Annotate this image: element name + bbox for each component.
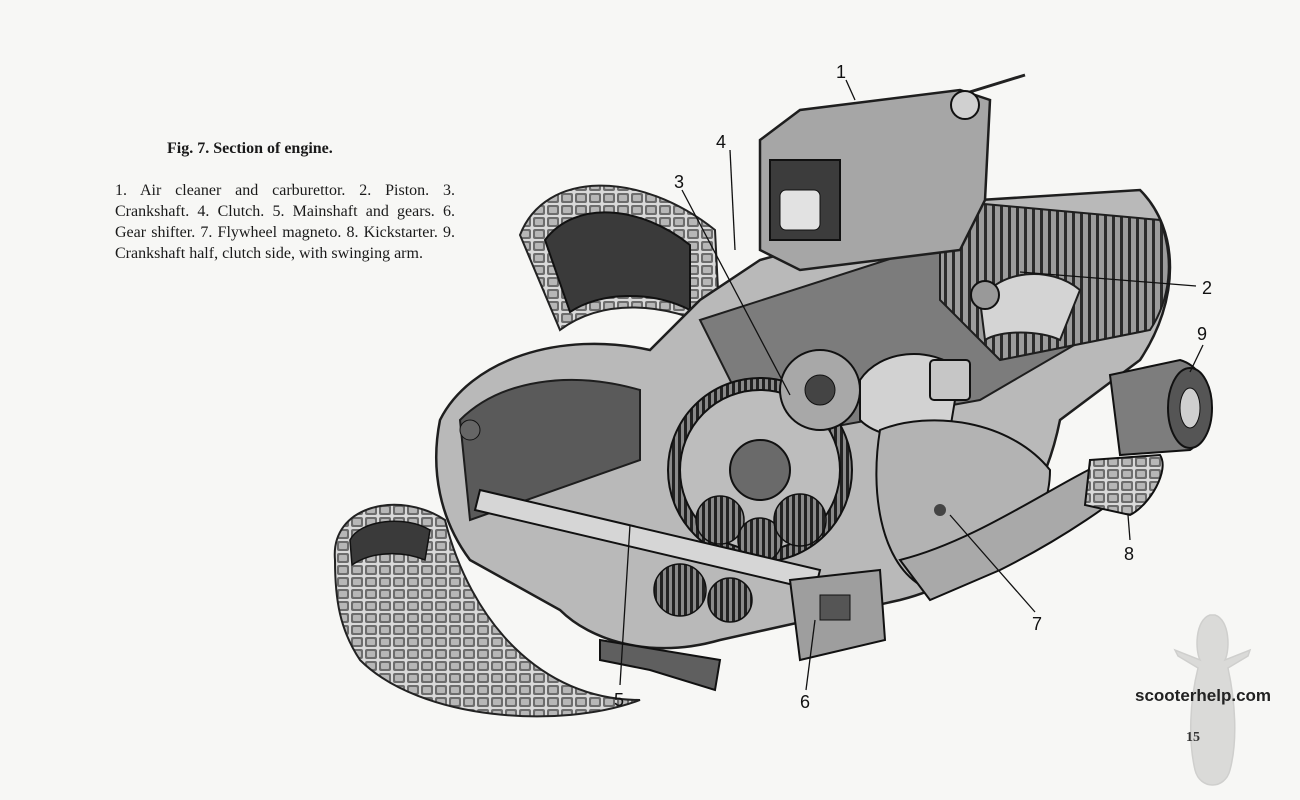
lower-tyre — [333, 503, 641, 718]
cylinder-fins — [939, 198, 1170, 362]
gear-cluster — [653, 493, 827, 623]
callout-1: 1 — [836, 62, 846, 82]
swinging-arm-hub — [1108, 358, 1213, 457]
callout-2: 2 — [1202, 278, 1212, 298]
callout-9: 9 — [1197, 324, 1207, 344]
figure-legend: 1. Air cleaner and carburettor. 2. Pisto… — [115, 182, 455, 262]
rear-tyre — [518, 184, 722, 332]
watermark: scooterhelp.com — [1135, 686, 1272, 705]
callout-7: 7 — [1032, 614, 1042, 634]
callout-4: 4 — [716, 132, 726, 152]
leader-lines — [619, 79, 1204, 691]
page-number: 15 — [1186, 730, 1200, 745]
lower-housing — [599, 638, 722, 692]
piston-assembly — [859, 280, 1000, 438]
gear-shifter — [788, 568, 887, 662]
callout-3: 3 — [674, 172, 684, 192]
figure-title: Fig. 7. Section of engine. — [167, 140, 333, 157]
kickstarter — [898, 453, 1164, 602]
figure-caption: Fig. 7. Section of engine. 1. Air cleane… — [115, 140, 455, 264]
callout-5: 5 — [614, 690, 624, 710]
callout-8: 8 — [1124, 544, 1134, 564]
carburettor-box — [758, 73, 1026, 272]
callout-6: 6 — [800, 692, 810, 712]
scooter-silhouette-icon — [1173, 614, 1252, 786]
